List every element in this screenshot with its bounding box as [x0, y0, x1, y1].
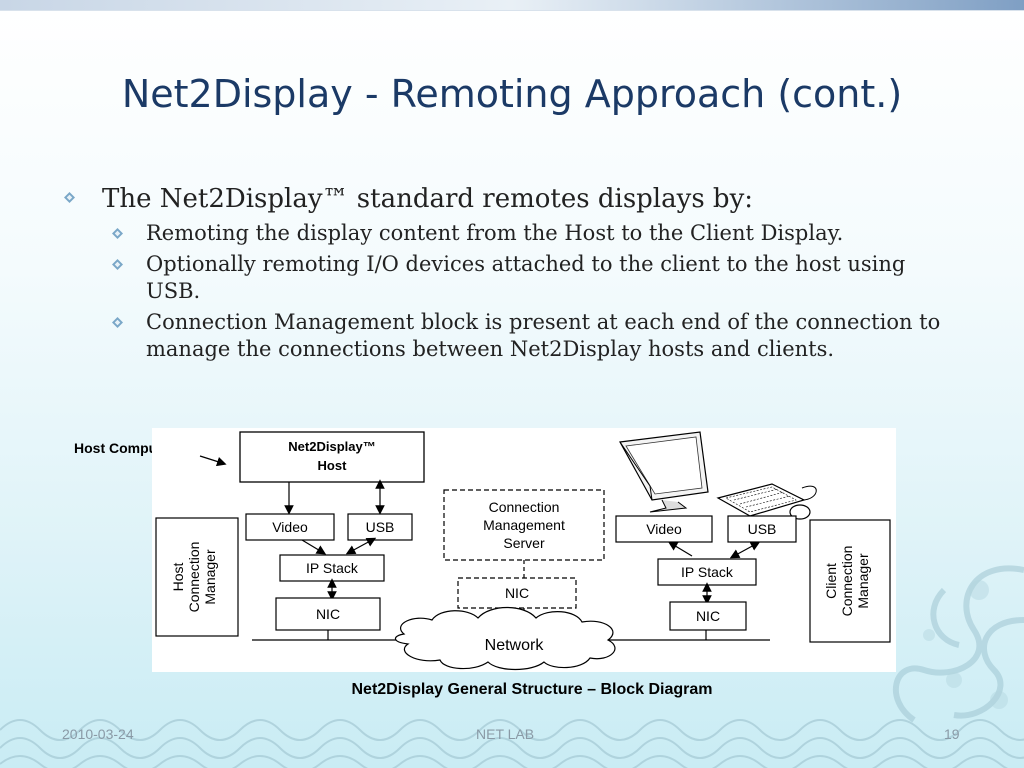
host-connection-manager-box: Host Connection Manager	[155, 517, 239, 637]
cms-nic-box: NIC	[457, 577, 577, 609]
monitor-icon	[619, 431, 709, 513]
block-diagram-panel: Net2Display™ Host Video USB IP Stack NIC	[152, 428, 896, 672]
client-usb-box: USB	[727, 515, 797, 543]
slide-title: Net2Display - Remoting Approach (cont.)	[121, 72, 903, 116]
sub-bullet-text: Remoting the display content from the Ho…	[146, 221, 844, 245]
host-usb-to-ip-arrow	[345, 537, 377, 555]
host-cm-line1: Host	[170, 563, 186, 592]
host-nic-label: NIC	[316, 606, 340, 622]
host-computer-label: Host Computer	[74, 440, 176, 456]
client-connection-manager-box: Client Connection Manager	[809, 519, 891, 643]
host-cm-line3: Manager	[202, 549, 218, 605]
client-ip-to-video-arrow	[667, 541, 693, 557]
host-usb-box: USB	[347, 513, 413, 541]
cms-nic-label: NIC	[505, 585, 529, 601]
connection-management-server-box: Connection Management Server	[443, 489, 605, 561]
host-cm-line2: Connection	[186, 542, 202, 613]
footer-lab: NET LAB	[476, 726, 535, 742]
host-video-box: Video	[245, 513, 335, 541]
client-nic-label: NIC	[696, 608, 720, 624]
dragon-decoration-icon	[893, 565, 1024, 723]
diagram-caption: Net2Display General Structure – Block Di…	[351, 681, 713, 698]
client-cm-line3: Manager	[855, 553, 871, 609]
host-box: Net2Display™ Host	[239, 431, 425, 483]
bullet-main-text: The Net2Display™ standard remotes displa…	[102, 184, 754, 214]
block-diagram: Net2Display™ Host Video USB IP Stack NIC	[155, 431, 891, 671]
host-usb-label: USB	[366, 519, 395, 535]
wave-decoration-icon	[0, 719, 1024, 768]
client-video-label: Video	[646, 521, 682, 537]
sub-bullet: Connection Management block is present a…	[62, 309, 962, 363]
client-video-box: Video	[615, 515, 713, 543]
client-cm-line1: Client	[823, 563, 839, 599]
client-ipstack-box: IP Stack	[657, 558, 757, 586]
diamond-bullet-icon	[112, 228, 123, 239]
diamond-bullet-icon	[64, 192, 75, 203]
client-nic-box: NIC	[669, 601, 747, 631]
network-label: Network	[485, 637, 545, 654]
host-ipstack-label: IP Stack	[306, 560, 359, 576]
cms-line2: Management	[483, 517, 565, 533]
host-nic-box: NIC	[275, 597, 381, 631]
host-pointer-arrow	[199, 455, 227, 467]
host-video-to-ip-arrow	[301, 539, 327, 555]
sub-bullet: Optionally remoting I/O devices attached…	[62, 251, 962, 305]
diamond-bullet-icon	[112, 317, 123, 328]
client-cm-line2: Connection	[839, 546, 855, 617]
client-ipstack-label: IP Stack	[681, 564, 734, 580]
slide-number: 19	[944, 726, 960, 742]
bullet-list: The Net2Display™ standard remotes displa…	[62, 182, 962, 363]
network-cloud: Network	[394, 607, 616, 671]
diamond-bullet-icon	[112, 259, 123, 270]
sub-bullet-text: Optionally remoting I/O devices attached…	[146, 252, 906, 303]
top-accent-line	[0, 10, 1024, 11]
client-ip-to-usb-arrow	[729, 541, 761, 559]
top-accent-bar	[0, 0, 1024, 10]
cms-line3: Server	[503, 535, 545, 551]
host-box-line2: Host	[318, 458, 348, 473]
sub-bullet-text: Connection Management block is present a…	[146, 310, 941, 361]
sub-bullet: Remoting the display content from the Ho…	[62, 220, 962, 247]
host-ipstack-box: IP Stack	[279, 554, 385, 582]
host-video-label: Video	[272, 519, 308, 535]
cms-line1: Connection	[489, 499, 560, 515]
host-box-line1: Net2Display™	[288, 439, 375, 454]
client-usb-label: USB	[748, 521, 777, 537]
footer-date: 2010-03-24	[62, 726, 134, 742]
bullet-main: The Net2Display™ standard remotes displa…	[62, 182, 962, 216]
